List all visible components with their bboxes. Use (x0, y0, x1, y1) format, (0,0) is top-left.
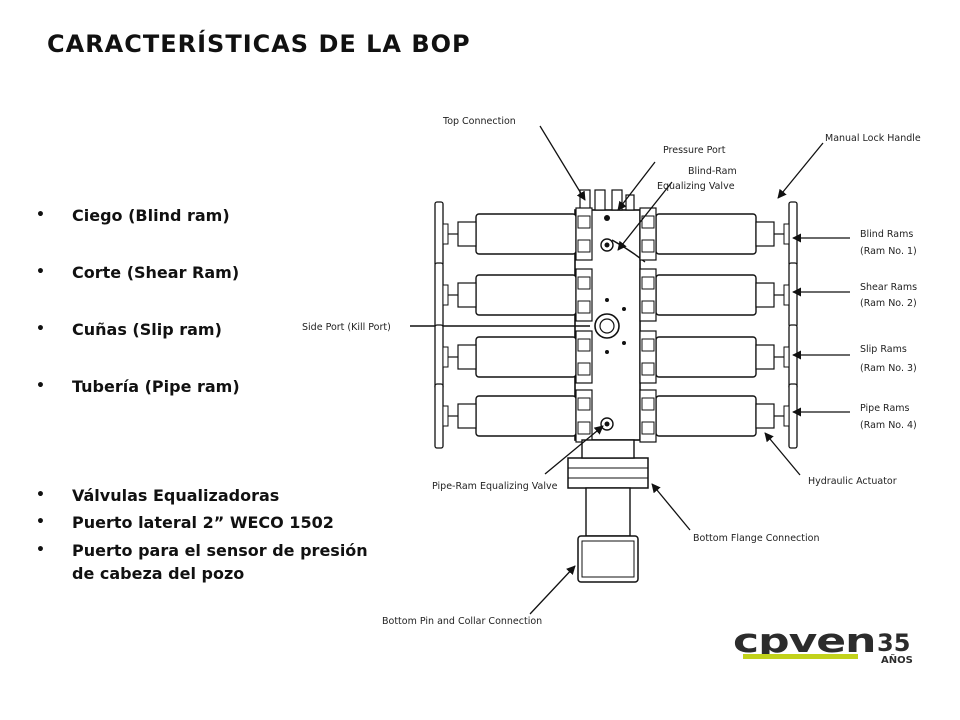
bullet-dot: • (36, 321, 45, 337)
bullet-text: Puerto lateral 2” WECO 1502 (72, 513, 334, 532)
label-pipe-ram-eq: Pipe-Ram Equalizing Valve (432, 481, 558, 492)
label-blind-ram-eq: Blind-Ram (688, 166, 737, 177)
label-pipe-rams: Pipe Rams (860, 403, 910, 414)
label-side-port: Side Port (Kill Port) (302, 322, 391, 333)
label-equalizing-valve: Equalizing Valve (657, 181, 735, 192)
company-logo: cpven 35 AÑOS (733, 622, 933, 680)
bullet-dot: • (36, 378, 45, 394)
label-slip-rams: Slip Rams (860, 344, 907, 355)
bullet-dot: • (36, 514, 45, 530)
bullet-dot: • (36, 264, 45, 280)
logo-wordmark: cpven (733, 622, 876, 661)
bullet-text: de cabeza del pozo (72, 564, 245, 583)
label-manual-lock-handle: Manual Lock Handle (825, 133, 921, 144)
bullet-text: Ciego (Blind ram) (72, 206, 230, 225)
bullet-dot: • (36, 542, 45, 558)
label-hydraulic-actuator: Hydraulic Actuator (808, 476, 897, 487)
bottom-flange (567, 439, 649, 583)
label-bottom-pin: Bottom Pin and Collar Connection (382, 616, 542, 627)
bullet-text: Cuñas (Slip ram) (72, 320, 222, 339)
logo-accent-bar (743, 654, 858, 659)
label-blind-rams: Blind Rams (860, 229, 913, 240)
bullet-dot: • (36, 207, 45, 223)
bullet-dot: • (36, 487, 45, 503)
label-pressure-port: Pressure Port (663, 145, 726, 156)
diagram-labels: Top Connection Manual Lock Handle Pressu… (302, 116, 921, 627)
label-ram-no-2: (Ram No. 2) (860, 298, 917, 309)
bullet-text: Válvulas Equalizadoras (72, 486, 280, 505)
label-ram-no-3: (Ram No. 3) (860, 363, 917, 374)
bullet-text: Corte (Shear Ram) (72, 263, 240, 282)
logo-number: 35 (877, 629, 911, 657)
callout-arrows (529, 125, 850, 615)
bullet-text: Puerto para el sensor de presión (72, 541, 368, 560)
label-shear-rams: Shear Rams (860, 282, 917, 293)
label-bottom-flange: Bottom Flange Connection (693, 533, 819, 544)
label-top-connection: Top Connection (442, 116, 516, 127)
label-ram-no-4: (Ram No. 4) (860, 420, 917, 431)
label-ram-no-1: (Ram No. 1) (860, 246, 917, 257)
logo-subtitle: AÑOS (881, 655, 913, 666)
bullet-text: Tubería (Pipe ram) (72, 377, 240, 396)
page-title: CARACTERÍSTICAS DE LA BOP (47, 30, 471, 58)
